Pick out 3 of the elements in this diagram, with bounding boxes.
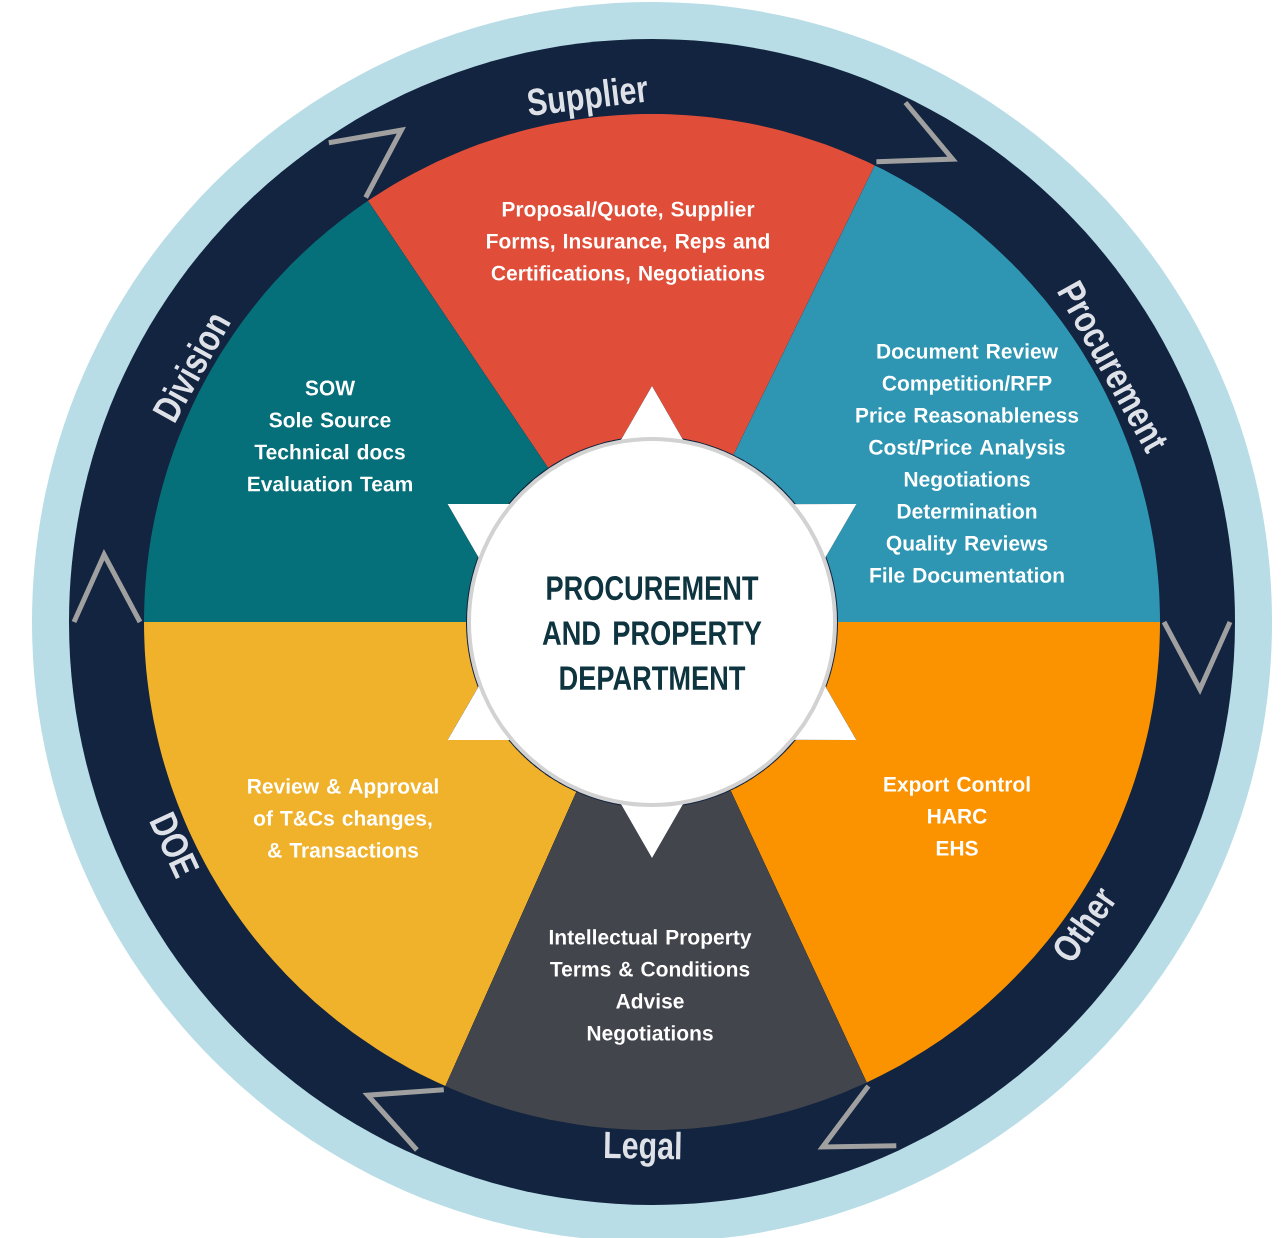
segment: Intellectual Property Terms & Conditions Advise Negotiations: [445, 790, 867, 1130]
ring-label: DOE: [149, 811, 200, 879]
ring-label: Legal: [605, 1131, 681, 1167]
